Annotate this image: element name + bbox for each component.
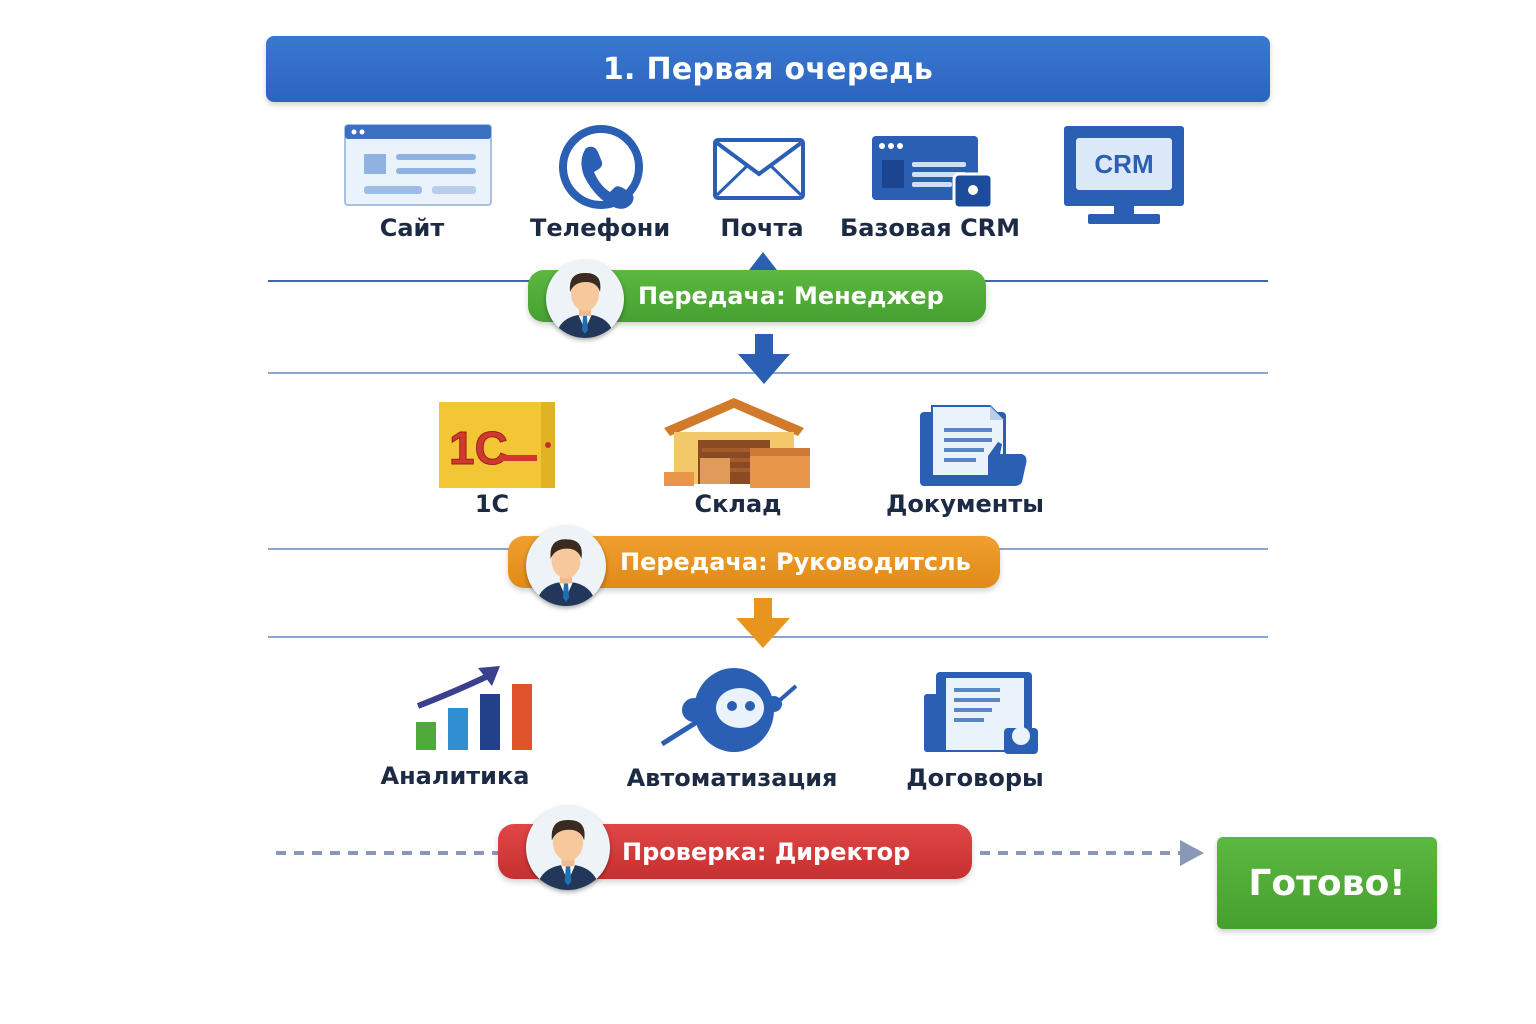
manager-avatar <box>546 260 624 338</box>
1c-logo-icon: 1С <box>439 402 555 488</box>
label-automation: Автоматизация <box>626 764 838 792</box>
label-documents: Документы <box>886 490 1044 518</box>
label-mail: Почта <box>720 214 804 242</box>
stage-head-label: Передача: Руководитсль <box>620 548 971 576</box>
down-arrow-blue-icon <box>738 334 790 384</box>
phone-icon <box>559 125 643 209</box>
label-contracts: Договоры <box>906 764 1044 792</box>
section-header: 1. Первая очередь <box>266 36 1270 102</box>
director-avatar <box>526 806 610 890</box>
dashed-connector <box>276 840 1204 866</box>
label-warehouse: Склад <box>694 490 782 518</box>
label-site: Сайт <box>379 214 445 242</box>
stage-director-label: Проверка: Директор <box>622 837 911 866</box>
person-icon <box>536 539 596 606</box>
label-phones: Телефони <box>530 214 671 242</box>
stage-manager-label: Передача: Менеджер <box>638 282 944 310</box>
analytics-chart-icon <box>416 666 532 750</box>
section-title: 1. Первая очередь <box>602 51 934 87</box>
person-icon <box>556 272 614 338</box>
website-icon <box>344 124 492 206</box>
up-arrow-icon <box>746 252 780 274</box>
crm-screen-text: CRM <box>1094 149 1153 179</box>
crm-monitor-icon: CRM <box>1064 126 1184 224</box>
1c-logo-text: 1С <box>449 422 508 474</box>
label-analytics: Аналитика <box>380 762 530 790</box>
contracts-icon <box>924 672 1038 754</box>
done-box: Готово! <box>1217 837 1437 929</box>
basic-crm-icon <box>872 136 994 210</box>
head-avatar <box>526 526 606 606</box>
label-1c: 1С <box>474 490 510 518</box>
arrow-right-icon <box>1180 840 1204 866</box>
done-label: Готово! <box>1248 862 1406 904</box>
mail-icon <box>713 138 805 200</box>
automation-robot-icon <box>660 668 798 752</box>
label-basic-crm: Базовая CRM <box>840 214 1021 242</box>
warehouse-icon <box>664 398 810 488</box>
down-arrow-orange-icon <box>736 598 790 648</box>
documents-icon <box>920 405 1027 486</box>
person-icon <box>536 819 600 890</box>
